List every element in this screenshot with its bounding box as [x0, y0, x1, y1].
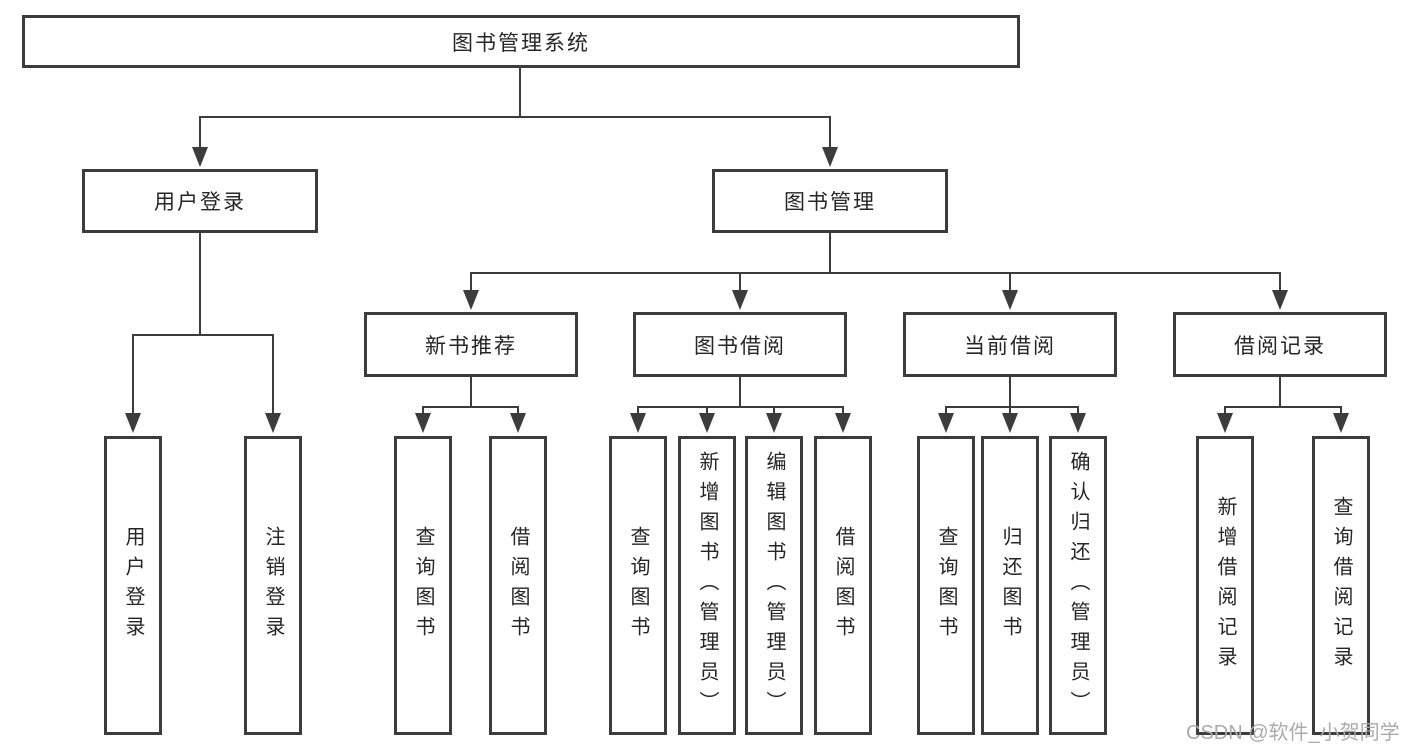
arrowhead-to-leaf-borrow-add — [699, 413, 715, 433]
connector-new-book-stem — [470, 377, 472, 407]
leaf-borrow-edit-books-admin-label: 编辑图书（管理员） — [763, 450, 785, 721]
arrowhead-to-new-book — [463, 290, 479, 310]
leaf-records-add-record: 新增借阅记录 — [1196, 436, 1254, 735]
leaf-logout-label: 注销登录 — [262, 525, 284, 646]
leaf-borrow-add-books-admin-label: 新增图书（管理员） — [696, 450, 718, 721]
arrowhead-to-leaf-logout — [265, 413, 281, 433]
leaf-current-query-books: 查询图书 — [917, 436, 975, 735]
connector-root-horizontal — [199, 116, 831, 118]
node-user-login: 用户登录 — [82, 169, 318, 233]
node-current-borrow-label: 当前借阅 — [964, 334, 1056, 358]
arrowhead-to-leaf-records-query — [1333, 413, 1349, 433]
node-library-management-system-label: 图书管理系统 — [452, 31, 590, 55]
connector-to-new-book-stem — [470, 273, 472, 291]
connector-root-stem — [519, 68, 521, 117]
leaf-current-query-books-label: 查询图书 — [935, 525, 957, 646]
connector-to-leaf-records-query-stem — [1340, 407, 1342, 414]
arrowhead-to-leaf-newbook-borrow — [510, 413, 526, 433]
leaf-borrow-query-books: 查询图书 — [609, 436, 667, 735]
connector-book-management-horizontal — [470, 272, 1281, 274]
leaf-current-return-books-label: 归还图书 — [999, 525, 1021, 646]
connector-user-login-horizontal — [132, 334, 274, 336]
connector-to-leaf-logout-stem — [272, 335, 274, 414]
node-new-book-recommend-label: 新书推荐 — [425, 334, 517, 358]
arrowhead-to-user-login — [192, 147, 208, 167]
arrowhead-to-current-borrow — [1002, 290, 1018, 310]
leaf-user-login: 用户登录 — [104, 436, 162, 735]
connector-to-leaf-borrow-query-stem — [637, 407, 639, 414]
leaf-current-return-books: 归还图书 — [981, 436, 1039, 735]
node-borrow-records-label: 借阅记录 — [1234, 334, 1326, 358]
arrowhead-to-leaf-current-query — [938, 413, 954, 433]
leaf-newbook-query-books: 查询图书 — [394, 436, 452, 735]
leaf-records-add-record-label: 新增借阅记录 — [1214, 495, 1236, 676]
leaf-user-login-label: 用户登录 — [122, 525, 144, 646]
leaf-borrow-add-books-admin: 新增图书（管理员） — [678, 436, 736, 735]
leaf-logout: 注销登录 — [244, 436, 302, 735]
leaf-borrow-borrow-books: 借阅图书 — [814, 436, 872, 735]
connector-to-leaf-current-query-stem — [945, 407, 947, 414]
connector-current-borrow-horizontal — [945, 406, 1079, 408]
node-borrow-records: 借阅记录 — [1173, 312, 1387, 377]
leaf-current-confirm-return-admin-label: 确认归还（管理员） — [1067, 450, 1089, 721]
node-user-login-label: 用户登录 — [154, 191, 246, 214]
arrowhead-to-leaf-current-confirm — [1070, 413, 1086, 433]
connector-to-leaf-records-add-stem — [1224, 407, 1226, 414]
arrowhead-to-leaf-borrow-edit — [766, 413, 782, 433]
connector-to-leaf-borrow-add-stem — [706, 407, 708, 414]
leaf-records-query-record-label: 查询借阅记录 — [1330, 495, 1352, 676]
leaf-borrow-edit-books-admin: 编辑图书（管理员） — [745, 436, 803, 735]
connector-to-leaf-current-return-stem — [1009, 407, 1011, 414]
connector-current-borrow-stem — [1009, 377, 1011, 407]
connector-new-book-horizontal — [422, 406, 519, 408]
connector-to-leaf-borrow-borrow-stem — [842, 407, 844, 414]
node-library-management-system: 图书管理系统 — [22, 15, 1020, 68]
arrowhead-to-book-borrow — [732, 290, 748, 310]
csdn-watermark: CSDN @软件_小贺同学 — [1186, 722, 1400, 744]
node-book-management: 图书管理 — [712, 169, 948, 233]
leaf-records-query-record: 查询借阅记录 — [1312, 436, 1370, 735]
leaf-newbook-borrow-books-label: 借阅图书 — [507, 525, 529, 646]
connector-book-management-stem — [829, 233, 831, 273]
leaf-newbook-borrow-books: 借阅图书 — [489, 436, 547, 735]
arrowhead-to-leaf-current-return — [1002, 413, 1018, 433]
connector-to-borrow-records-stem — [1279, 273, 1281, 291]
connector-to-leaf-user-login-stem — [132, 335, 134, 414]
connector-to-book-management-stem — [829, 117, 831, 148]
connector-to-leaf-newbook-query-stem — [422, 407, 424, 414]
arrowhead-to-borrow-records — [1272, 290, 1288, 310]
connector-to-user-login-stem — [199, 117, 201, 148]
leaf-current-confirm-return-admin: 确认归还（管理员） — [1049, 436, 1107, 735]
arrowhead-to-leaf-newbook-query — [415, 413, 431, 433]
node-book-borrow-label: 图书借阅 — [694, 334, 786, 358]
node-new-book-recommend: 新书推荐 — [364, 312, 578, 377]
arrowhead-to-leaf-user-login — [125, 413, 141, 433]
arrowhead-to-leaf-records-add — [1217, 413, 1233, 433]
connector-to-current-borrow-stem — [1009, 273, 1011, 291]
connector-borrow-records-horizontal — [1224, 406, 1342, 408]
leaf-borrow-query-books-label: 查询图书 — [627, 525, 649, 646]
arrowhead-to-book-management — [822, 147, 838, 167]
arrowhead-to-leaf-borrow-borrow — [835, 413, 851, 433]
node-book-management-label: 图书管理 — [784, 191, 876, 214]
connector-to-book-borrow-stem — [739, 273, 741, 291]
connector-book-borrow-stem — [739, 377, 741, 407]
leaf-borrow-borrow-books-label: 借阅图书 — [832, 525, 854, 646]
node-current-borrow: 当前借阅 — [903, 312, 1117, 377]
connector-book-borrow-horizontal — [637, 406, 844, 408]
connector-borrow-records-stem — [1279, 377, 1281, 407]
leaf-newbook-query-books-label: 查询图书 — [412, 525, 434, 646]
connector-user-login-stem — [199, 233, 201, 335]
connector-to-leaf-borrow-edit-stem — [773, 407, 775, 414]
node-book-borrow: 图书借阅 — [633, 312, 847, 377]
connector-to-leaf-newbook-borrow-stem — [517, 407, 519, 414]
arrowhead-to-leaf-borrow-query — [630, 413, 646, 433]
connector-to-leaf-current-confirm-stem — [1077, 407, 1079, 414]
